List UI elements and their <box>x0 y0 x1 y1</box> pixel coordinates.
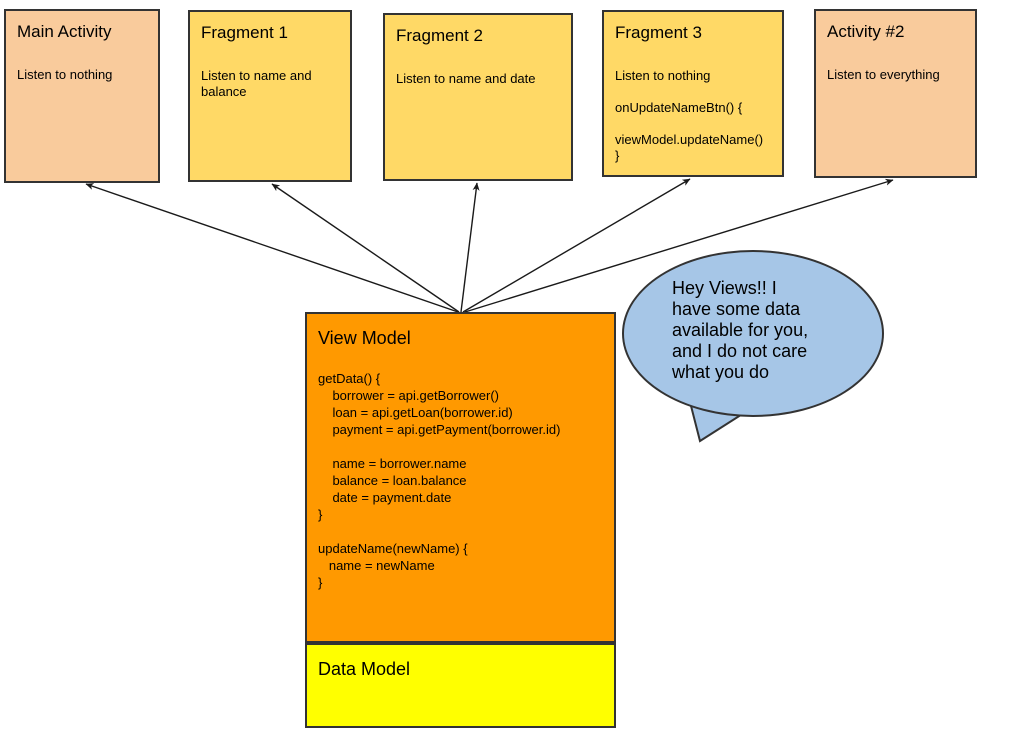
activity-2-body: Listen to everything <box>827 67 940 82</box>
arrow-to-fragment-2 <box>460 182 480 313</box>
data-model-title: Data Model <box>318 659 411 679</box>
main-activity-box: Main Activity Listen to nothing <box>4 9 160 183</box>
activity-2-title: Activity #2 <box>827 22 905 41</box>
fragment-1-body: Listen to name and balance <box>201 68 312 99</box>
fragment-1-title: Fragment 1 <box>201 23 288 42</box>
fragment-3-title: Fragment 3 <box>615 23 702 42</box>
activity-2-box: Activity #2 Listen to everything <box>814 9 977 178</box>
fragment-3-box: Fragment 3 Listen to nothing onUpdateNam… <box>602 10 784 177</box>
arrow-to-main-activity <box>85 183 459 313</box>
speech-bubble-text: Hey Views!! I have some data available f… <box>672 278 809 382</box>
view-model-code: getData() { borrower = api.getBorrower()… <box>318 371 561 590</box>
fragment-2-body: Listen to name and date <box>396 71 536 86</box>
speech-bubble: Hey Views!! I have some data available f… <box>622 250 884 417</box>
view-model-title: View Model <box>318 328 411 348</box>
main-activity-body: Listen to nothing <box>17 67 113 82</box>
main-activity-title: Main Activity <box>17 22 112 41</box>
view-model-box: View Model getData() { borrower = api.ge… <box>305 312 616 643</box>
arrow-to-fragment-1 <box>271 183 460 313</box>
data-model-box: Data Model <box>305 643 616 728</box>
fragment-2-title: Fragment 2 <box>396 26 483 45</box>
fragment-3-body: Listen to nothing onUpdateNameBtn() { vi… <box>615 68 764 163</box>
fragment-2-box: Fragment 2 Listen to name and date <box>383 13 573 181</box>
fragment-1-box: Fragment 1 Listen to name and balance <box>188 10 352 182</box>
